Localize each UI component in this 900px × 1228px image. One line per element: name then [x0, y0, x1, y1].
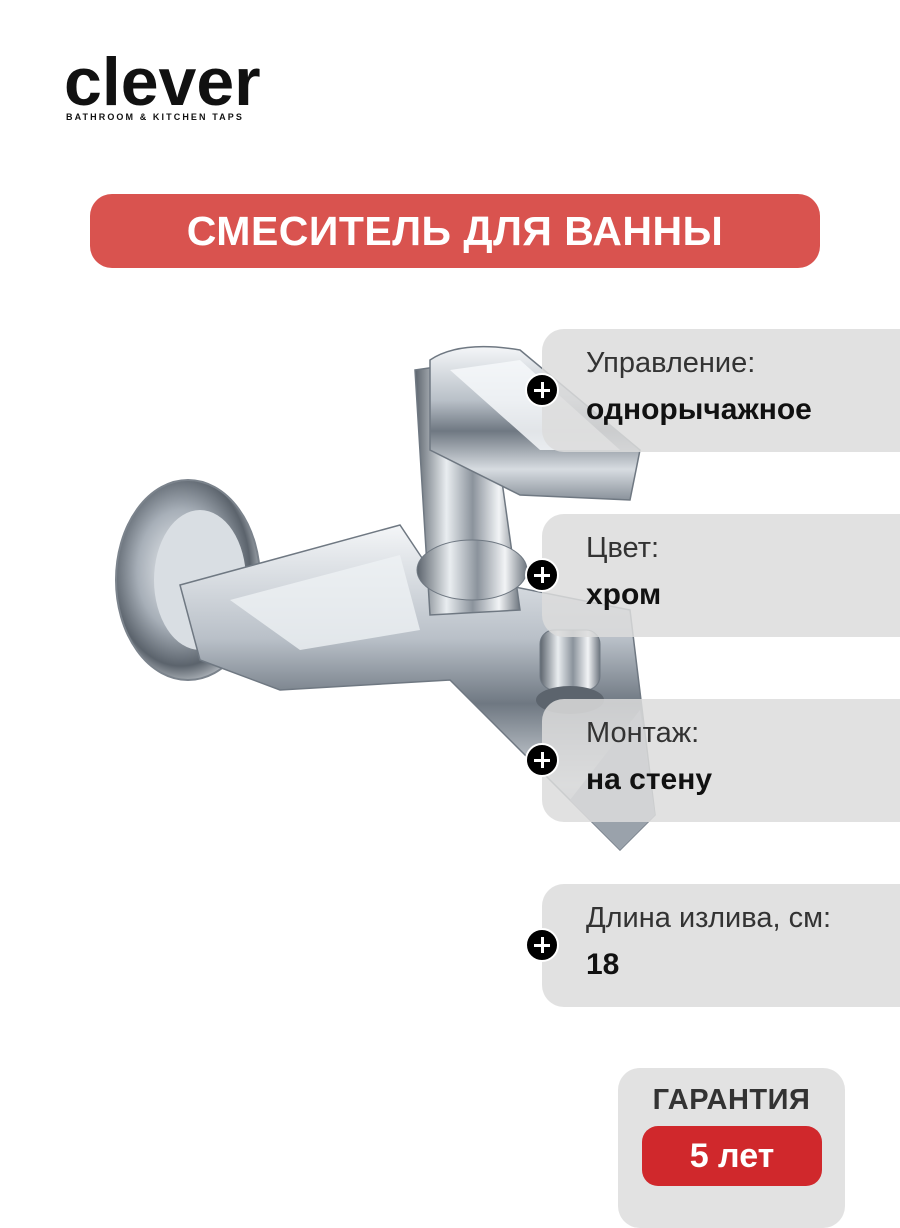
spec-value: хром [586, 578, 662, 611]
spec-mounting: Монтаж: на стену [525, 699, 900, 822]
spec-value: однорычажное [586, 393, 812, 426]
spec-label: Цвет: [586, 532, 660, 564]
spec-color: Цвет: хром [525, 514, 900, 637]
spec-spout-length: Длина излива, см: 18 [525, 884, 900, 1007]
spec-label: Управление: [586, 347, 756, 379]
plus-icon[interactable] [525, 743, 559, 777]
spec-label: Монтаж: [586, 717, 700, 749]
plus-icon[interactable] [525, 373, 559, 407]
plus-icon[interactable] [525, 558, 559, 592]
brand-tagline: BATHROOM & KITCHEN TAPS [66, 112, 244, 122]
spec-value: на стену [586, 763, 713, 796]
product-title: СМЕСИТЕЛЬ ДЛЯ ВАННЫ [90, 194, 820, 268]
brand-name: clever [64, 44, 261, 120]
brand-logo: clever BATHROOM & KITCHEN TAPS [64, 44, 261, 122]
warranty-value: 5 лет [642, 1126, 822, 1186]
spec-value: 18 [586, 948, 620, 981]
plus-icon[interactable] [525, 928, 559, 962]
warranty-label: ГАРАНТИЯ [652, 1084, 811, 1116]
spec-label: Длина излива, см: [586, 902, 832, 934]
spec-control: Управление: однорычажное [525, 329, 900, 452]
warranty-badge: ГАРАНТИЯ 5 лет [618, 1068, 845, 1228]
